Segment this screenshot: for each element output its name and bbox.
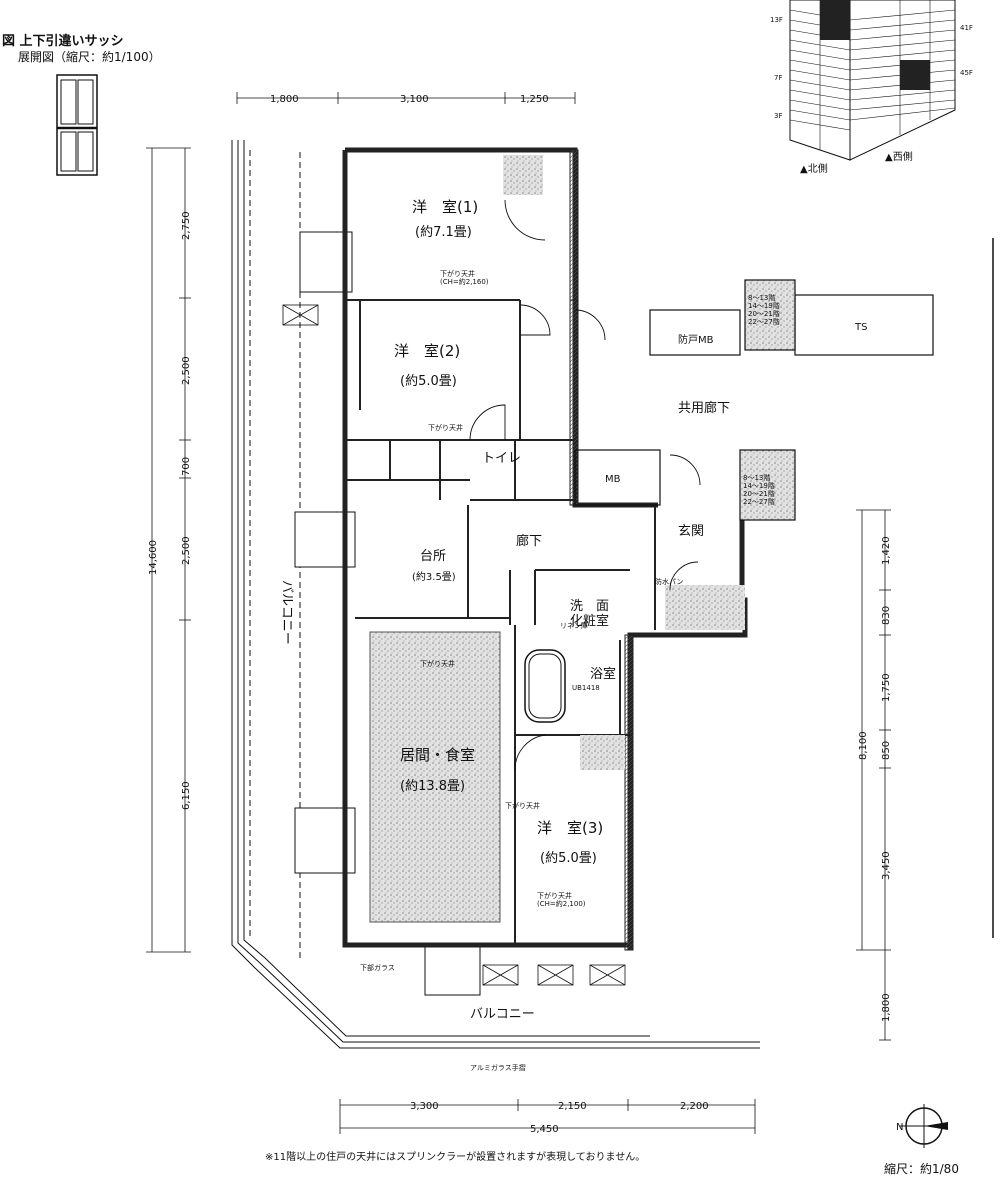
room-bath-name: 浴室 [590,666,616,682]
direction-north: ▲北側 [800,162,828,175]
interior-walls [345,299,656,945]
sash-elevation-subtitle: 展開図（縮尺：約1/100） [18,50,161,64]
dim-bottom-2: 2,150 [558,1101,587,1112]
ldk-floor [369,631,501,923]
waterproof-pan-label: 防水パン [655,577,683,586]
dim-top-1: 1,800 [270,94,299,105]
direction-west: ▲西側 [885,150,913,163]
dim-left-5: 6,150 [181,781,192,810]
bathtub [524,649,566,723]
ceiling-note-1: 下がり天井(CH=約2,160) [440,269,489,286]
dim-left-total: 14,600 [148,540,159,575]
room-western-2-name: 洋 室(2) [394,342,460,360]
room-western-1-name: 洋 室(1) [412,198,478,216]
room-ldk-area: (約13.8畳) [400,779,465,794]
closet-3 [580,735,625,770]
dim-bottom [339,1099,756,1134]
entrance-floor [665,585,745,630]
ts-label: TS [854,322,867,333]
bathtub-inner [528,653,562,719]
room-kitchen-name: 台所 [420,549,446,564]
mb-label: MB [605,474,621,485]
room-western-3-area: (約5.0畳) [540,851,597,866]
room-wash-name: 洗 面化粧室 [570,599,609,629]
dim-right-2: 830 [881,606,892,625]
room-ldk-name: 居間・食室 [400,746,475,764]
dim-right [856,509,891,1041]
room-western-1-area: (約7.1畳) [415,225,472,240]
room-balcony-side: バルコニー [279,580,294,645]
common-corridor-label: 共用廊下 [678,400,730,416]
dim-left-4: 2,500 [181,536,192,565]
sash-window-icon [56,74,98,176]
floor-label-45f: 45F [960,69,973,77]
linen-storage-label: リネン庫 [560,621,588,630]
dim-right-total: 8,100 [858,731,869,760]
dim-right-6: 1,800 [881,993,892,1022]
closet-1 [503,155,543,195]
room-hall-name: 廊下 [516,533,542,549]
room-entrance-name: 玄関 [678,524,704,539]
room-western-2-area: (約5.0畳) [400,374,457,389]
dim-bottom-1: 3,300 [410,1101,439,1112]
dim-top-2: 3,100 [400,94,429,105]
ceiling-note-2: 下がり天井 [428,423,463,432]
handrail-label: アルミガラス手摺 [470,1063,526,1072]
floor-label-13f: 13F [770,16,783,24]
ceiling-note-3: 下がり天井 [420,659,455,668]
dim-left-2: 2,500 [181,356,192,385]
dim-right-5: 3,450 [881,851,892,880]
dim-top [236,92,576,104]
floor-label-41f: 41F [960,24,973,32]
dim-bottom-total: 5,450 [530,1124,559,1135]
north-arrow-icon [900,1104,948,1148]
building-key-diagram [789,0,956,161]
north-letter: N [896,1122,903,1133]
floor-label-3f: 3F [774,112,782,120]
sash-elevation-title: 図 上下引違いサッシ [2,34,124,49]
dim-bottom-3: 2,200 [680,1101,709,1112]
floor-label-7f: 7F [774,74,782,82]
balcony-cross-boxes [282,304,626,986]
room-bath-unit: UB1418 [572,684,600,692]
ceiling-note-4: 下がり天井(CH=約2,100) [537,891,586,908]
dim-right-4: 850 [881,741,892,760]
scale-label: 縮尺：約1/80 [884,1162,959,1176]
dim-left-1: 2,750 [181,211,192,240]
mb-door-label: 防戸MB [678,333,714,346]
sprinkler-note: ※11階以上の住戸の天井にはスプリンクラーが設置されますが表現しておりません。 [265,1152,646,1163]
room-kitchen-area: (約3.5畳) [412,570,456,583]
dim-left [146,147,191,953]
room-balcony-bottom: バルコニー [470,1007,535,1022]
dim-right-1: 1,420 [881,536,892,565]
ceiling-note-5: 下がり天井 [505,801,540,810]
dim-left-3: 700 [181,457,192,476]
low-glass-label: 下部ガラス [360,963,395,972]
corridor-boxes [574,279,934,521]
dim-top-3: 1,250 [520,94,549,105]
wall-hatches [569,149,634,951]
room-toilet-name: トイレ [482,451,521,466]
room-western-3-name: 洋 室(3) [537,819,603,837]
dim-right-3: 1,750 [881,673,892,702]
door-swings [469,199,701,771]
